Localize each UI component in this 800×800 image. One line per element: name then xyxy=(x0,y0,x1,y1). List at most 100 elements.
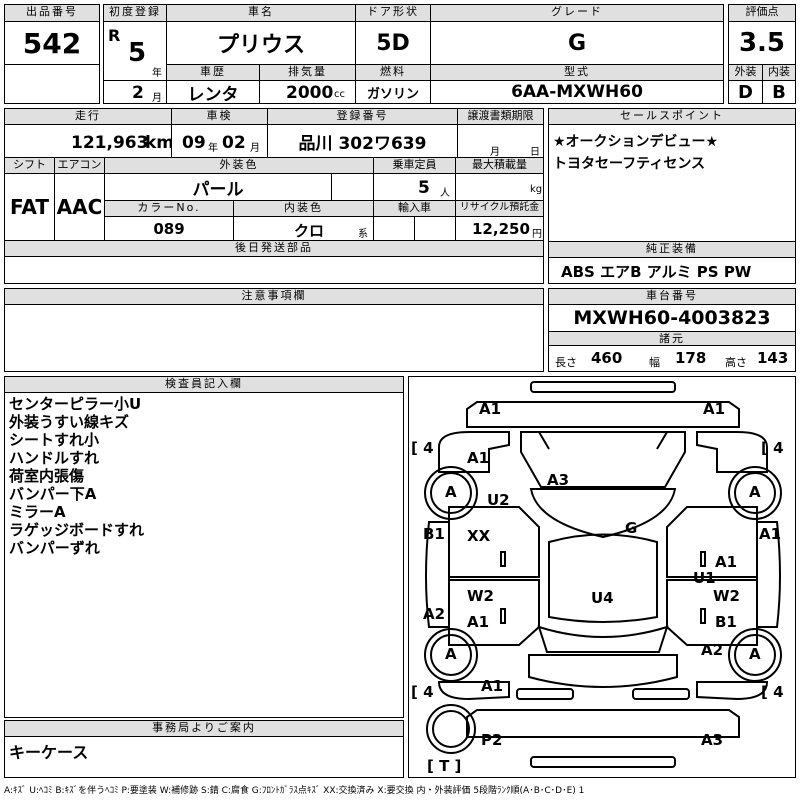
notes-box xyxy=(4,304,544,372)
recycle: 12,250 xyxy=(472,220,530,238)
interior-label: 内装 xyxy=(762,64,796,81)
max-load-unit: kg xyxy=(530,184,543,195)
height-label: 高さ xyxy=(725,356,747,369)
door-label: ドア形状 xyxy=(355,4,431,22)
wheel-rr-inner-shape xyxy=(734,634,776,676)
mileage-label: 走行 xyxy=(4,108,172,125)
length-value: 460 xyxy=(591,349,623,367)
spare-tire-shape xyxy=(426,704,476,754)
inspector-line-5: 荷室内張傷 xyxy=(9,467,85,485)
model-label: 型式 xyxy=(430,64,724,81)
width-label: 幅 xyxy=(649,356,660,369)
spec-box: 長さ 460 幅 178 高さ 143 xyxy=(548,345,796,372)
office-box: キーケース xyxy=(4,736,404,778)
sales-points-label: セールスポイント xyxy=(548,108,796,125)
score: 3.5 xyxy=(728,21,796,65)
car-diagram-svg xyxy=(424,381,782,768)
mileage-unit: km xyxy=(145,133,172,153)
left-handle-1-shape xyxy=(500,551,506,567)
header-block: 出品番号 542 初度登録 R 5 年 2 月 車名 プリウス 車歴 レンタ 排… xyxy=(4,4,796,104)
hood-stripe-1 xyxy=(538,431,550,450)
insp-year-unit: 年 xyxy=(208,143,218,154)
left-handle-2-shape xyxy=(500,608,506,624)
color-no: 089 xyxy=(104,216,234,241)
left-side-shape xyxy=(425,521,450,628)
right-side-shape xyxy=(756,521,781,628)
label-u4: U4 xyxy=(591,589,614,607)
hood-stripe-2 xyxy=(656,431,668,450)
displacement-cell: 2000 cc xyxy=(259,80,356,104)
front-right-fender-shape xyxy=(696,431,768,473)
color-no-label: カラーNo. xyxy=(104,200,234,217)
transfer-day-unit: 日 xyxy=(530,147,540,158)
later-parts-label: 後日発送部品 xyxy=(4,240,544,257)
label-a1-rear-left: A1 xyxy=(481,677,504,695)
ext-color-label: 外装色 xyxy=(104,157,374,174)
later-parts-value xyxy=(4,256,544,284)
label-u1: U1 xyxy=(693,569,716,587)
front-left-fender-shape xyxy=(438,431,510,473)
label-a1-top-left: A1 xyxy=(479,400,502,418)
label-u2: U2 xyxy=(487,491,510,509)
label-tire-fl: [ 4 xyxy=(411,439,434,457)
right-rear-door-shape xyxy=(666,579,758,646)
rear-glass-shape xyxy=(537,625,669,653)
hood-shape xyxy=(520,431,686,488)
rear-bumper-bottom-shape xyxy=(530,756,676,768)
capacity: 5 xyxy=(418,178,430,198)
car-diagram: A1 A1 [ 4 [ 4 A1 A3 U2 A A G B1 A1 XX A1… xyxy=(408,376,796,778)
door: 5D xyxy=(355,21,431,65)
label-a3-hood: A3 xyxy=(547,471,570,489)
label-g-glass: G xyxy=(625,519,638,537)
first-reg-label: 初度登録 xyxy=(103,4,167,22)
trunk-shape xyxy=(528,654,678,688)
displacement-unit: cc xyxy=(334,89,345,100)
label-tire-rl: [ 4 xyxy=(411,683,434,701)
transfer-label: 譲渡書類期限 xyxy=(457,108,544,125)
int-color-unit: 系 xyxy=(358,229,368,240)
chassis-label: 車台番号 xyxy=(548,288,796,305)
ext-color: パール xyxy=(104,173,332,201)
inspection-label: 車検 xyxy=(171,108,268,125)
label-a2-right: A2 xyxy=(701,641,724,659)
month-value: 2 xyxy=(132,83,144,103)
history-label: 車歴 xyxy=(166,64,260,81)
inspector-line-7: ミラーA xyxy=(9,503,66,521)
inspector-line-3: シートすれ小 xyxy=(9,431,100,449)
length-label: 長さ xyxy=(555,356,577,369)
lot-number-label: 出品番号 xyxy=(4,4,100,22)
rear-left-fender-shape xyxy=(437,681,510,701)
interior-score: B xyxy=(762,80,796,104)
grade-label: グレード xyxy=(430,4,724,22)
car-name: プリウス xyxy=(166,21,356,65)
inspector-label: 検査員記入欄 xyxy=(4,376,404,393)
label-b1-left: B1 xyxy=(423,525,445,543)
label-tire-fr: [ 4 xyxy=(761,439,784,457)
sales-point-1: ★オークションデビュー★ xyxy=(553,134,719,150)
insp-month: 02 xyxy=(222,133,246,153)
label-b1-door-right: B1 xyxy=(715,613,737,631)
wheel-fl-shape xyxy=(424,466,478,520)
history: レンタ xyxy=(166,80,260,104)
lot-number-blank xyxy=(4,64,100,104)
sales-points-box: ★オークションデビュー★ トヨタセーフティセンス xyxy=(548,124,796,242)
grade: G xyxy=(430,21,724,65)
left-front-door-shape xyxy=(448,506,540,578)
ext-color-extra xyxy=(331,173,374,201)
front-bumper-shape xyxy=(466,401,740,428)
legend: A:ｷｽﾞ U:ﾍｺﾐ B:ｷｽﾞを伴うﾍｺﾐ P:要塗装 W:補修跡 S:錆 … xyxy=(4,786,585,796)
wheel-fr-shape xyxy=(728,466,782,520)
fuel: ガソリン xyxy=(355,80,431,104)
month-unit: 月 xyxy=(152,93,162,104)
notes-label: 注意事項欄 xyxy=(4,288,544,305)
width-value: 178 xyxy=(675,349,707,367)
recycle-label: リサイクル預託金 xyxy=(455,200,544,217)
left-rear-door-shape xyxy=(448,579,540,646)
import-cell-a xyxy=(373,216,415,241)
wheel-fr-inner-shape xyxy=(734,472,776,514)
first-reg-year-cell: R 5 年 xyxy=(103,21,167,81)
details-block: 走行 121,963 km 車検 09 年 02 月 登録番号 品川 302ワ6… xyxy=(4,108,544,284)
model: 6AA-MXWH60 xyxy=(430,80,724,104)
inspector-line-8: ラゲッジボードすれ xyxy=(9,521,145,539)
aircon: AAC xyxy=(54,173,105,241)
